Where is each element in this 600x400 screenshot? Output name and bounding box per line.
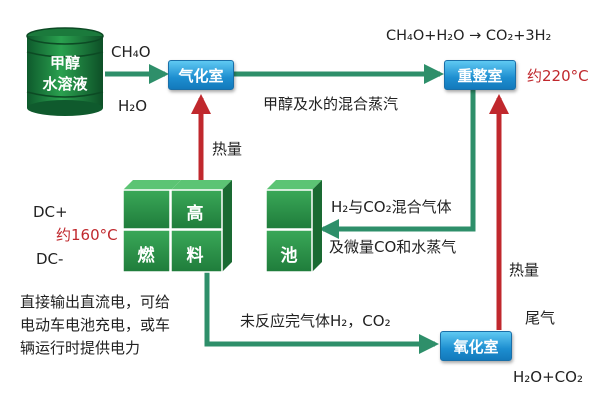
description-line3: 辆运行时提供电力 — [20, 339, 141, 357]
exhaust-label: 尾气 — [525, 309, 556, 327]
description-line2: 电动车电池充电，或车 — [20, 316, 171, 334]
fuel-cell-char-liao: 料 — [186, 246, 204, 266]
fuel-cell-temperature: 约160°C — [56, 226, 118, 244]
fuel-cell-second-cube — [265, 180, 322, 273]
methanol-barrel-icon — [26, 27, 104, 116]
reformer-to-cell-arrow — [319, 90, 476, 239]
fuel-cell-char-ran: 燃 — [137, 246, 155, 266]
heat-label-left: 热量 — [212, 140, 243, 158]
fuel-cell-char-chi: 池 — [280, 246, 298, 266]
reaction-equation: CH₄O+H₂O → CO₂+3H₂ — [386, 28, 552, 44]
input-ch4o-label: CH₄O — [111, 43, 151, 61]
fuel-cell-cube — [122, 180, 232, 273]
unreacted-gas-label: 未反应完气体H₂，CO₂ — [240, 312, 391, 330]
heat-label-right: 热量 — [509, 261, 540, 279]
reformer-temperature: 约220°C — [527, 67, 589, 85]
cell-to-oxidizer-arrow — [204, 264, 439, 354]
barrel-label-line1: 甲醇 — [49, 54, 80, 72]
description-line1: 直接输出直流电，可给 — [20, 293, 171, 311]
reformer-box: 重整室 — [444, 60, 516, 90]
dc-minus-label: DC- — [36, 250, 64, 268]
dc-plus-label: DC+ — [33, 203, 68, 221]
mixed-vapor-label: 甲醇及水的混合蒸汽 — [263, 95, 399, 113]
gas-mix-line1: H₂与CO₂混合气体 — [331, 198, 452, 216]
oxidizer-box: 氧化室 — [440, 331, 512, 361]
input-h2o-label: H₂O — [118, 97, 148, 115]
gasifier-box: 气化室 — [168, 60, 234, 90]
oxidizer-output-label: H₂O+CO₂ — [513, 368, 583, 386]
barrel-label-line2: 水溶液 — [42, 75, 88, 93]
gas-mix-line2: 及微量CO和水蒸气 — [329, 238, 457, 256]
fuel-cell-char-gao: 高 — [186, 204, 204, 224]
